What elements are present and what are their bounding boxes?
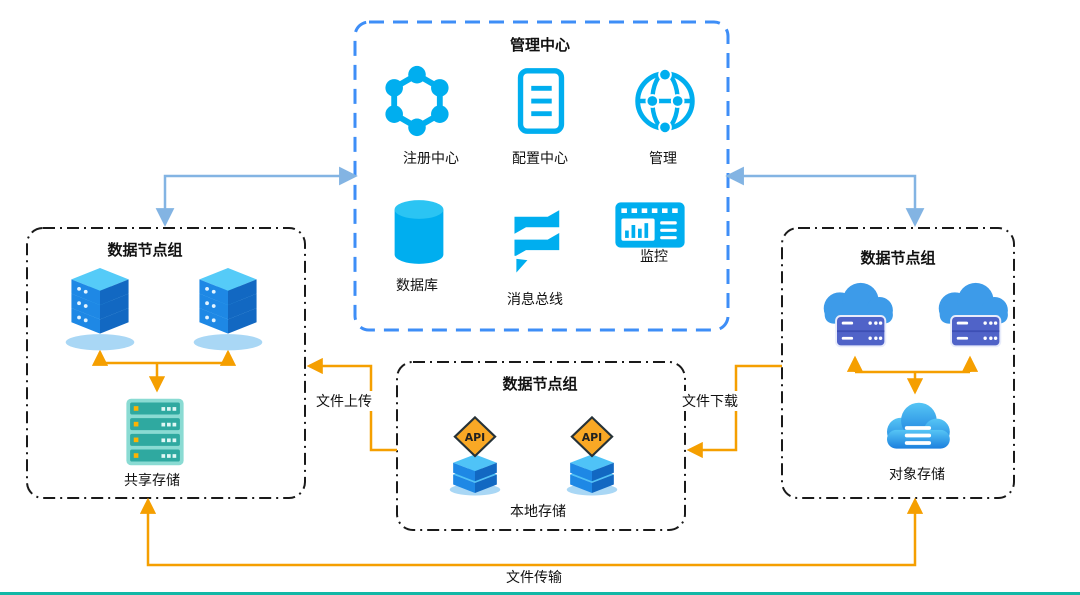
bottom-edge-line (0, 592, 1080, 595)
file-download-label: 文件下载 (680, 391, 740, 411)
cloud-server-icon (938, 282, 1008, 348)
shared-storage-icon (126, 398, 184, 466)
object-storage-label: 对象存储 (889, 467, 945, 483)
registry-label: 注册中心 (403, 151, 459, 167)
left-group-title: 数据节点组 (107, 241, 183, 259)
right-group-title: 数据节点组 (860, 249, 936, 267)
message-bus-label: 消息总线 (507, 292, 563, 308)
api-server-icon: API (566, 415, 618, 496)
config-label: 配置中心 (512, 151, 568, 167)
management-globe-icon (635, 67, 695, 135)
cloud-server-icon (823, 282, 893, 348)
monitor-label: 监控 (640, 249, 668, 265)
message-bus-icon (511, 205, 563, 281)
api-badge-text: API (465, 431, 486, 444)
config-document-icon (517, 68, 565, 134)
server-stack-icon (65, 267, 135, 351)
server-stack-icon (193, 267, 263, 351)
management-label: 管理 (649, 151, 677, 167)
database-cylinder-icon (394, 200, 444, 264)
local-storage-label: 本地存储 (510, 504, 566, 520)
api-server-icon: API (449, 415, 501, 496)
monitor-dashboard-icon (615, 202, 685, 248)
center-group-title: 数据节点组 (502, 375, 578, 393)
file-transfer-label: 文件传输 (504, 567, 564, 587)
database-label: 数据库 (396, 278, 438, 294)
shared-storage-label: 共享存储 (124, 473, 180, 489)
object-storage-icon (887, 402, 950, 449)
registry-network-icon (385, 65, 449, 137)
mgmt-left-group-link (155, 166, 358, 227)
api-badge-text: API (582, 431, 603, 444)
management-center-title: 管理中心 (509, 36, 571, 54)
file-upload-label: 文件上传 (314, 391, 374, 411)
mgmt-right-group-link (725, 166, 925, 227)
